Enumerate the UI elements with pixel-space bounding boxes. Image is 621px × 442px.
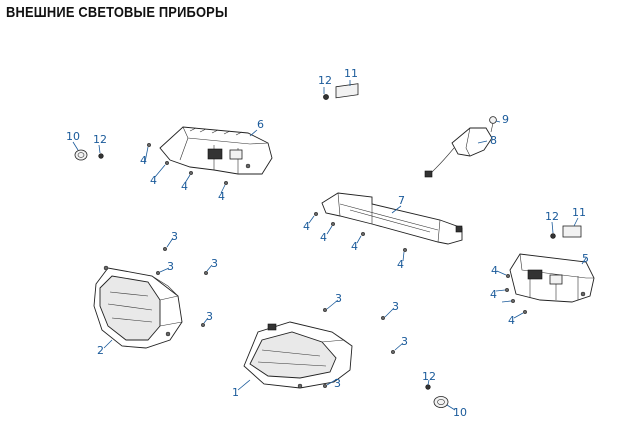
page-title: ВНЕШНИЕ СВЕТОВЫЕ ПРИБОРЫ — [6, 4, 228, 21]
callout-3-b: 3 — [167, 260, 174, 273]
callout-4-i: 4 — [491, 264, 498, 277]
callout-3-h: 3 — [334, 377, 341, 390]
callout-4-f: 4 — [320, 231, 327, 244]
part-2-headlight — [93, 265, 183, 349]
callout-9: 9 — [502, 113, 509, 126]
callout-labels: 12 11 10 12 6 4 4 4 4 9 8 7 4 4 4 4 12 1… — [66, 67, 589, 419]
leader-lines — [72, 80, 587, 411]
callout-3-a: 3 — [171, 230, 178, 243]
callout-4-d: 4 — [218, 190, 225, 203]
part-3-screws-group-2 — [155, 246, 209, 328]
callout-6: 6 — [257, 118, 264, 131]
part-5-bracket — [509, 253, 595, 303]
part-10-grommet-left — [74, 149, 88, 161]
callout-4-g: 4 — [351, 240, 358, 253]
callout-8: 8 — [490, 134, 497, 147]
callout-5: 5 — [582, 252, 589, 265]
part-12-screw-top — [323, 94, 329, 100]
callout-2: 2 — [97, 344, 104, 357]
callout-11-top: 11 — [344, 67, 358, 80]
callout-12-right: 12 — [545, 210, 559, 223]
part-4-screws-group-7 — [313, 211, 408, 253]
part-9-screw — [489, 116, 497, 133]
callout-4-j: 4 — [490, 288, 497, 301]
callout-3-f: 3 — [392, 300, 399, 313]
callout-3-g: 3 — [401, 335, 408, 348]
callout-7: 7 — [398, 194, 405, 207]
part-1-headlight — [243, 321, 353, 389]
callout-1: 1 — [232, 386, 239, 399]
callout-4-c: 4 — [181, 180, 188, 193]
part-4-screws-group-5 — [504, 273, 528, 315]
callout-12-left: 12 — [93, 133, 107, 146]
callout-3-d: 3 — [206, 310, 213, 323]
part-12-screw-bottom — [425, 384, 431, 390]
callout-3-e: 3 — [335, 292, 342, 305]
part-7-long-bracket — [321, 192, 463, 245]
callout-4-b: 4 — [150, 174, 157, 187]
part-10-grommet-bottom — [433, 396, 449, 408]
part-3-screws-group-1 — [322, 307, 396, 389]
callout-12-bottom: 12 — [422, 370, 436, 383]
part-12-screw-left — [98, 153, 104, 159]
callout-4-k: 4 — [508, 314, 515, 327]
part-11-plate-right — [562, 225, 582, 238]
part-8-plate-light — [424, 127, 493, 178]
callout-12-top: 12 — [318, 74, 332, 87]
part-4-screws-group-6 — [146, 142, 229, 186]
callout-4-e: 4 — [303, 220, 310, 233]
callout-11-right: 11 — [572, 206, 586, 219]
part-12-screw-right — [550, 233, 556, 239]
part-11-plate-top — [335, 83, 359, 99]
callout-10-bottom: 10 — [453, 406, 467, 419]
callout-3-c: 3 — [211, 257, 218, 270]
callout-10-left: 10 — [66, 130, 80, 143]
callout-4-a: 4 — [140, 154, 147, 167]
part-6-bracket — [159, 126, 273, 175]
callout-4-h: 4 — [397, 258, 404, 271]
